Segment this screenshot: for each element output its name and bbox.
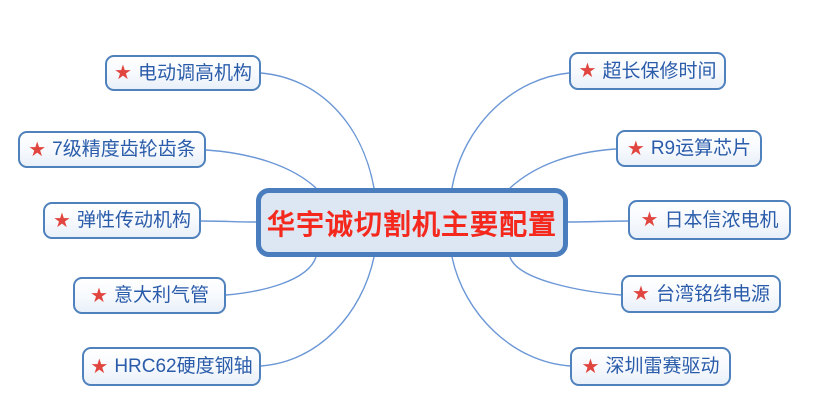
connector-elastic-transmission (200, 220, 257, 223)
node-taiwan-mingwei-power[interactable]: ★ 台湾铭纬电源 (621, 275, 781, 313)
node-label: HRC62硬度钢轴 (114, 356, 253, 377)
central-topic-label: 华宇诚切割机主要配置 (266, 207, 557, 241)
connector-hrc62-steel-shaft (260, 256, 375, 367)
node-label: 超长保修时间 (602, 60, 717, 82)
node-label: 7级精度齿轮齿条 (52, 139, 196, 160)
node-label: 电动调高机构 (137, 62, 252, 84)
connector-italian-air-tube (225, 256, 317, 296)
connector-taiwan-mingwei-power (509, 256, 622, 296)
star-icon: ★ (90, 284, 108, 307)
connector-shinano-motor (567, 220, 629, 223)
node-electric-height-adjuster[interactable]: ★ 电动调高机构 (105, 55, 261, 91)
star-icon: ★ (632, 283, 650, 305)
star-icon: ★ (626, 137, 645, 160)
node-hrc62-steel-shaft[interactable]: ★ HRC62硬度钢轴 (82, 347, 261, 386)
node-italian-air-tube[interactable]: ★ 意大利气管 (73, 277, 226, 314)
connector-r9-chip (509, 148, 617, 189)
node-label: 台湾铭纬电源 (655, 283, 770, 305)
star-icon: ★ (114, 62, 132, 84)
star-icon: ★ (581, 355, 600, 378)
connector-grade7-gear-rack (205, 149, 317, 189)
connector-electric-height-adjuster (260, 72, 375, 189)
node-label: 意大利气管 (113, 285, 209, 306)
star-icon: ★ (28, 138, 47, 161)
node-label: 深圳雷赛驱动 (605, 356, 720, 377)
star-icon: ★ (640, 209, 659, 231)
connector-leadshine-driver (451, 256, 571, 367)
node-label: R9运算芯片 (650, 138, 752, 159)
node-elastic-transmission[interactable]: ★ 弹性传动机构 (43, 202, 201, 239)
node-leadshine-driver[interactable]: ★ 深圳雷赛驱动 (570, 347, 731, 386)
star-icon: ★ (53, 209, 71, 232)
node-label: 日本信浓电机 (664, 209, 779, 231)
node-extended-warranty[interactable]: ★ 超长保修时间 (569, 52, 726, 90)
central-topic[interactable]: 华宇诚切割机主要配置 (256, 188, 568, 257)
node-grade7-gear-rack[interactable]: ★ 7级精度齿轮齿条 (18, 131, 206, 168)
star-icon: ★ (90, 355, 109, 378)
star-icon: ★ (578, 60, 597, 82)
node-label: 弹性传动机构 (76, 210, 191, 231)
connector-extended-warranty (451, 72, 570, 189)
node-shinano-motor[interactable]: ★ 日本信浓电机 (628, 200, 791, 240)
node-r9-chip[interactable]: ★ R9运算芯片 (616, 130, 762, 167)
